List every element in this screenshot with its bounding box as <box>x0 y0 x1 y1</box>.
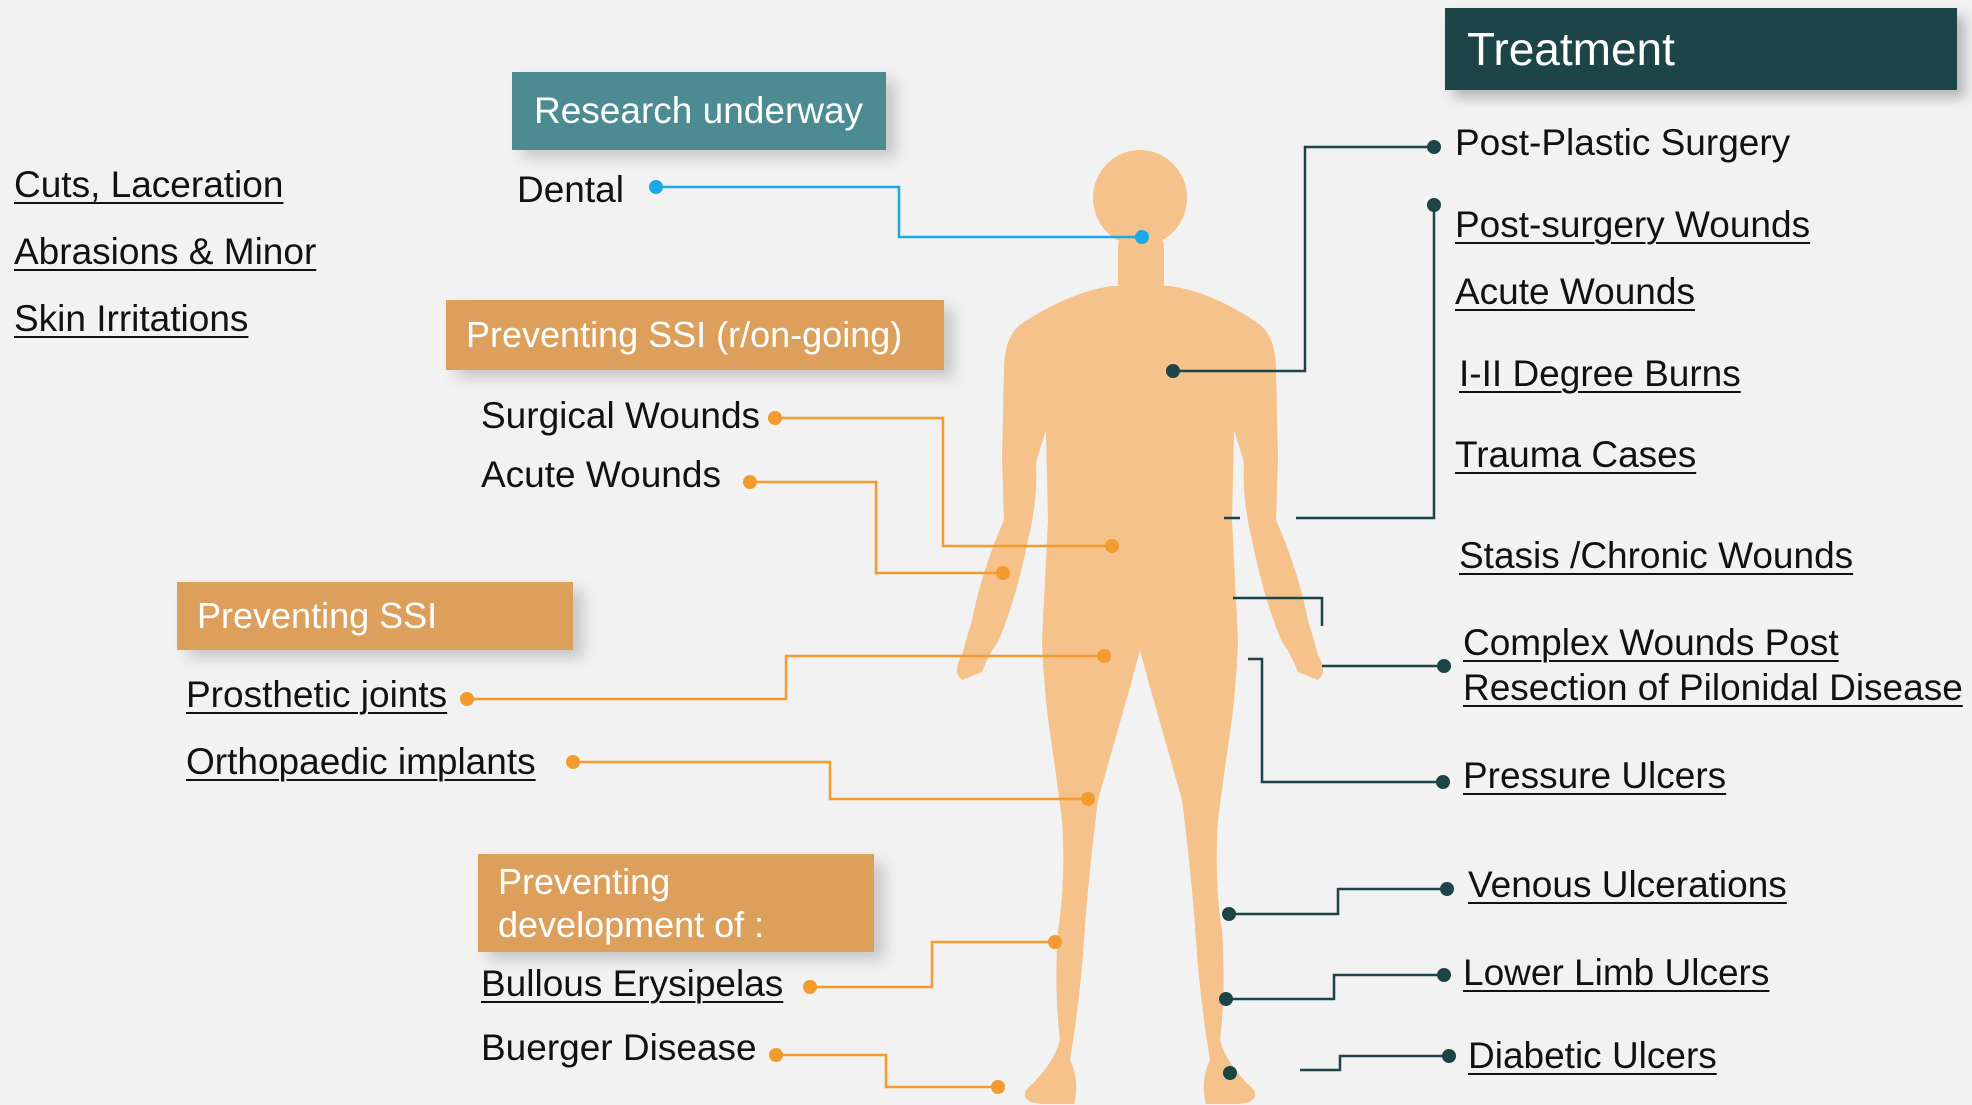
dot-prosthetic-start <box>460 692 474 706</box>
left-item-skin: Skin Irritations <box>14 298 249 339</box>
dot-acute-end <box>996 566 1010 580</box>
treatment-item-complex-2: Resection of Pilonidal Disease <box>1463 667 1963 708</box>
dot-dental-start <box>649 180 663 194</box>
treatment-item-complex-1: Complex Wounds Post <box>1463 622 1839 663</box>
prevent-dev-item-buerger: Buerger Disease <box>481 1027 757 1068</box>
dot-prosthetic-end <box>1097 649 1111 663</box>
dot-diabetic-start <box>1223 1066 1237 1080</box>
ssi-item-orthopaedic: Orthopaedic implants <box>186 741 536 782</box>
dot-surgical-start <box>768 411 782 425</box>
treatment-item-diabetic: Diabetic Ulcers <box>1468 1035 1717 1076</box>
treatment-item-post-surgery: Post-surgery Wounds <box>1455 204 1811 245</box>
prevent-dev-header: Preventing development of : <box>478 854 874 952</box>
dot-venous-start <box>1222 907 1236 921</box>
prevent-dev-item-bullous: Bullous Erysipelas <box>481 963 784 1004</box>
dot-post-plastic <box>1427 140 1441 154</box>
dot-post-surgery-group <box>1427 198 1441 212</box>
dot-buerger-end <box>991 1080 1005 1094</box>
dot-bullous-end <box>1048 935 1062 949</box>
research-item-dental: Dental <box>517 169 624 210</box>
orange-connectors <box>467 416 1112 1089</box>
dot-complex-wounds <box>1437 659 1451 673</box>
dot-chest <box>1166 364 1180 378</box>
dot-lowerlimb-end <box>1437 968 1451 982</box>
dot-acute-start <box>743 475 757 489</box>
ssi-ongoing-item-acute: Acute Wounds <box>481 454 721 495</box>
dot-lowerlimb-start <box>1219 992 1233 1006</box>
dot-pressure-ulcers <box>1436 775 1450 789</box>
treatment-item-venous: Venous Ulcerations <box>1468 864 1787 905</box>
dot-dental-end <box>1135 230 1149 244</box>
ssi-item-prosthetic: Prosthetic joints <box>186 674 448 715</box>
treatment-item-trauma: Trauma Cases <box>1455 434 1697 475</box>
ssi-header: Preventing SSI <box>177 582 573 650</box>
dot-venous-end <box>1440 882 1454 896</box>
connector-dental <box>656 185 1142 239</box>
dot-ortho-start <box>566 755 580 769</box>
dot-bullous-start <box>803 980 817 994</box>
connector-dots <box>460 140 1456 1094</box>
treatment-item-stasis: Stasis /Chronic Wounds <box>1459 535 1854 576</box>
treatment-item-acute: Acute Wounds <box>1455 271 1695 312</box>
treatment-item-burns: I-II Degree Burns <box>1459 353 1741 394</box>
prevent-dev-header-line2: development of : <box>498 904 765 946</box>
left-item-cuts: Cuts, Laceration <box>14 164 284 205</box>
treatment-item-pressure: Pressure Ulcers <box>1463 755 1727 796</box>
treatment-item-post-plastic: Post-Plastic Surgery <box>1455 122 1791 163</box>
human-body-silhouette <box>957 150 1323 1104</box>
teal-connectors <box>1173 145 1449 1072</box>
left-item-abrasions: Abrasions & Minor <box>14 231 317 272</box>
treatment-item-lower-limb: Lower Limb Ulcers <box>1463 952 1770 993</box>
dot-surgical-end <box>1105 539 1119 553</box>
prevent-dev-header-line1: Preventing <box>498 861 671 902</box>
ssi-ongoing-item-surgical: Surgical Wounds <box>481 395 761 436</box>
dot-ortho-end <box>1081 792 1095 806</box>
dot-buerger-start <box>769 1048 783 1062</box>
treatment-header: Treatment <box>1445 8 1957 90</box>
dot-diabetic-end <box>1442 1049 1456 1063</box>
research-header: Research underway <box>512 72 886 150</box>
ssi-ongoing-header: Preventing SSI (r/on-going) <box>446 300 944 370</box>
